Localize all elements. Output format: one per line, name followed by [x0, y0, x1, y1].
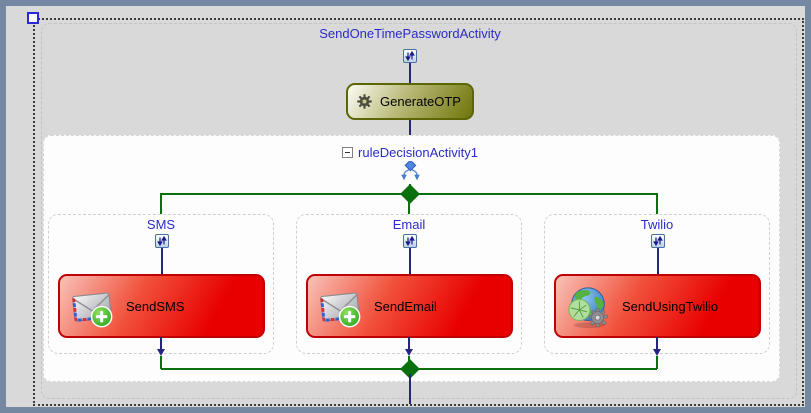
- branch-email-connector: [409, 248, 411, 274]
- branch-sms[interactable]: SMS: [48, 214, 274, 354]
- merge-stub-twilio: [656, 356, 658, 369]
- email-out-arrowhead: [405, 349, 413, 356]
- branch-twilio-title[interactable]: Twilio: [640, 217, 674, 232]
- expand-collapse-icon: [157, 236, 167, 246]
- expand-collapse-button[interactable]: [403, 49, 417, 63]
- selection-marquee-border: [33, 18, 804, 406]
- workflow-exit-connector: [409, 374, 411, 404]
- branch-email-expand-button[interactable]: [403, 234, 417, 248]
- branch-sms-title[interactable]: SMS: [146, 217, 176, 232]
- split-stub-twilio: [656, 193, 658, 214]
- branch-email[interactable]: Email: [296, 214, 522, 354]
- split-stub-sms: [160, 193, 162, 214]
- branch-twilio[interactable]: Twilio: [544, 214, 770, 354]
- branch-sms-connector: [161, 248, 163, 274]
- send-sms-label: SendSMS: [126, 298, 185, 314]
- send-using-twilio-label: SendUsingTwilio: [622, 298, 719, 314]
- root-activity-dashed-border: [41, 23, 797, 399]
- envelope-add-icon: [320, 292, 361, 328]
- designer-canvas[interactable]: SendOneTimePasswordActivity: [6, 6, 805, 407]
- email-out-connector: [408, 337, 410, 349]
- send-email-activity[interactable]: SendEmail: [306, 274, 513, 338]
- branch-twilio-connector: [657, 248, 659, 274]
- decision-branch-icon[interactable]: [400, 159, 421, 188]
- workflow-title[interactable]: SendOneTimePasswordActivity: [319, 26, 501, 41]
- generate-otp-activity[interactable]: GenerateOTP: [346, 83, 474, 120]
- send-using-twilio-activity[interactable]: SendUsingTwilio: [554, 274, 761, 338]
- send-email-label: SendEmail: [374, 298, 437, 314]
- twilio-out-arrowhead: [653, 349, 661, 356]
- globe-gear-icon: [568, 287, 609, 329]
- collapse-toggle-icon[interactable]: [342, 147, 354, 158]
- envelope-add-icon: [72, 292, 113, 328]
- connector-title-to-generateotp: [409, 63, 411, 83]
- expand-collapse-icon: [405, 51, 415, 61]
- generate-otp-label: GenerateOTP: [380, 94, 461, 109]
- branch-twilio-expand-button[interactable]: [651, 234, 665, 248]
- sms-out-connector: [160, 337, 162, 349]
- decision-activity-label: ruleDecisionActivity1: [358, 145, 478, 160]
- twilio-out-connector: [656, 337, 658, 349]
- connector-generateotp-to-decision: [409, 120, 411, 135]
- expand-collapse-icon: [405, 236, 415, 246]
- decision-header[interactable]: ruleDecisionActivity1: [305, 145, 515, 160]
- merge-stub-sms: [160, 356, 162, 369]
- branch-email-title[interactable]: Email: [392, 217, 426, 232]
- send-sms-activity[interactable]: SendSMS: [58, 274, 265, 338]
- branch-sms-expand-button[interactable]: [155, 234, 169, 248]
- selection-handle[interactable]: [27, 12, 39, 24]
- sms-out-arrowhead: [157, 349, 165, 356]
- expand-collapse-icon: [653, 236, 663, 246]
- gear-icon: [357, 94, 372, 109]
